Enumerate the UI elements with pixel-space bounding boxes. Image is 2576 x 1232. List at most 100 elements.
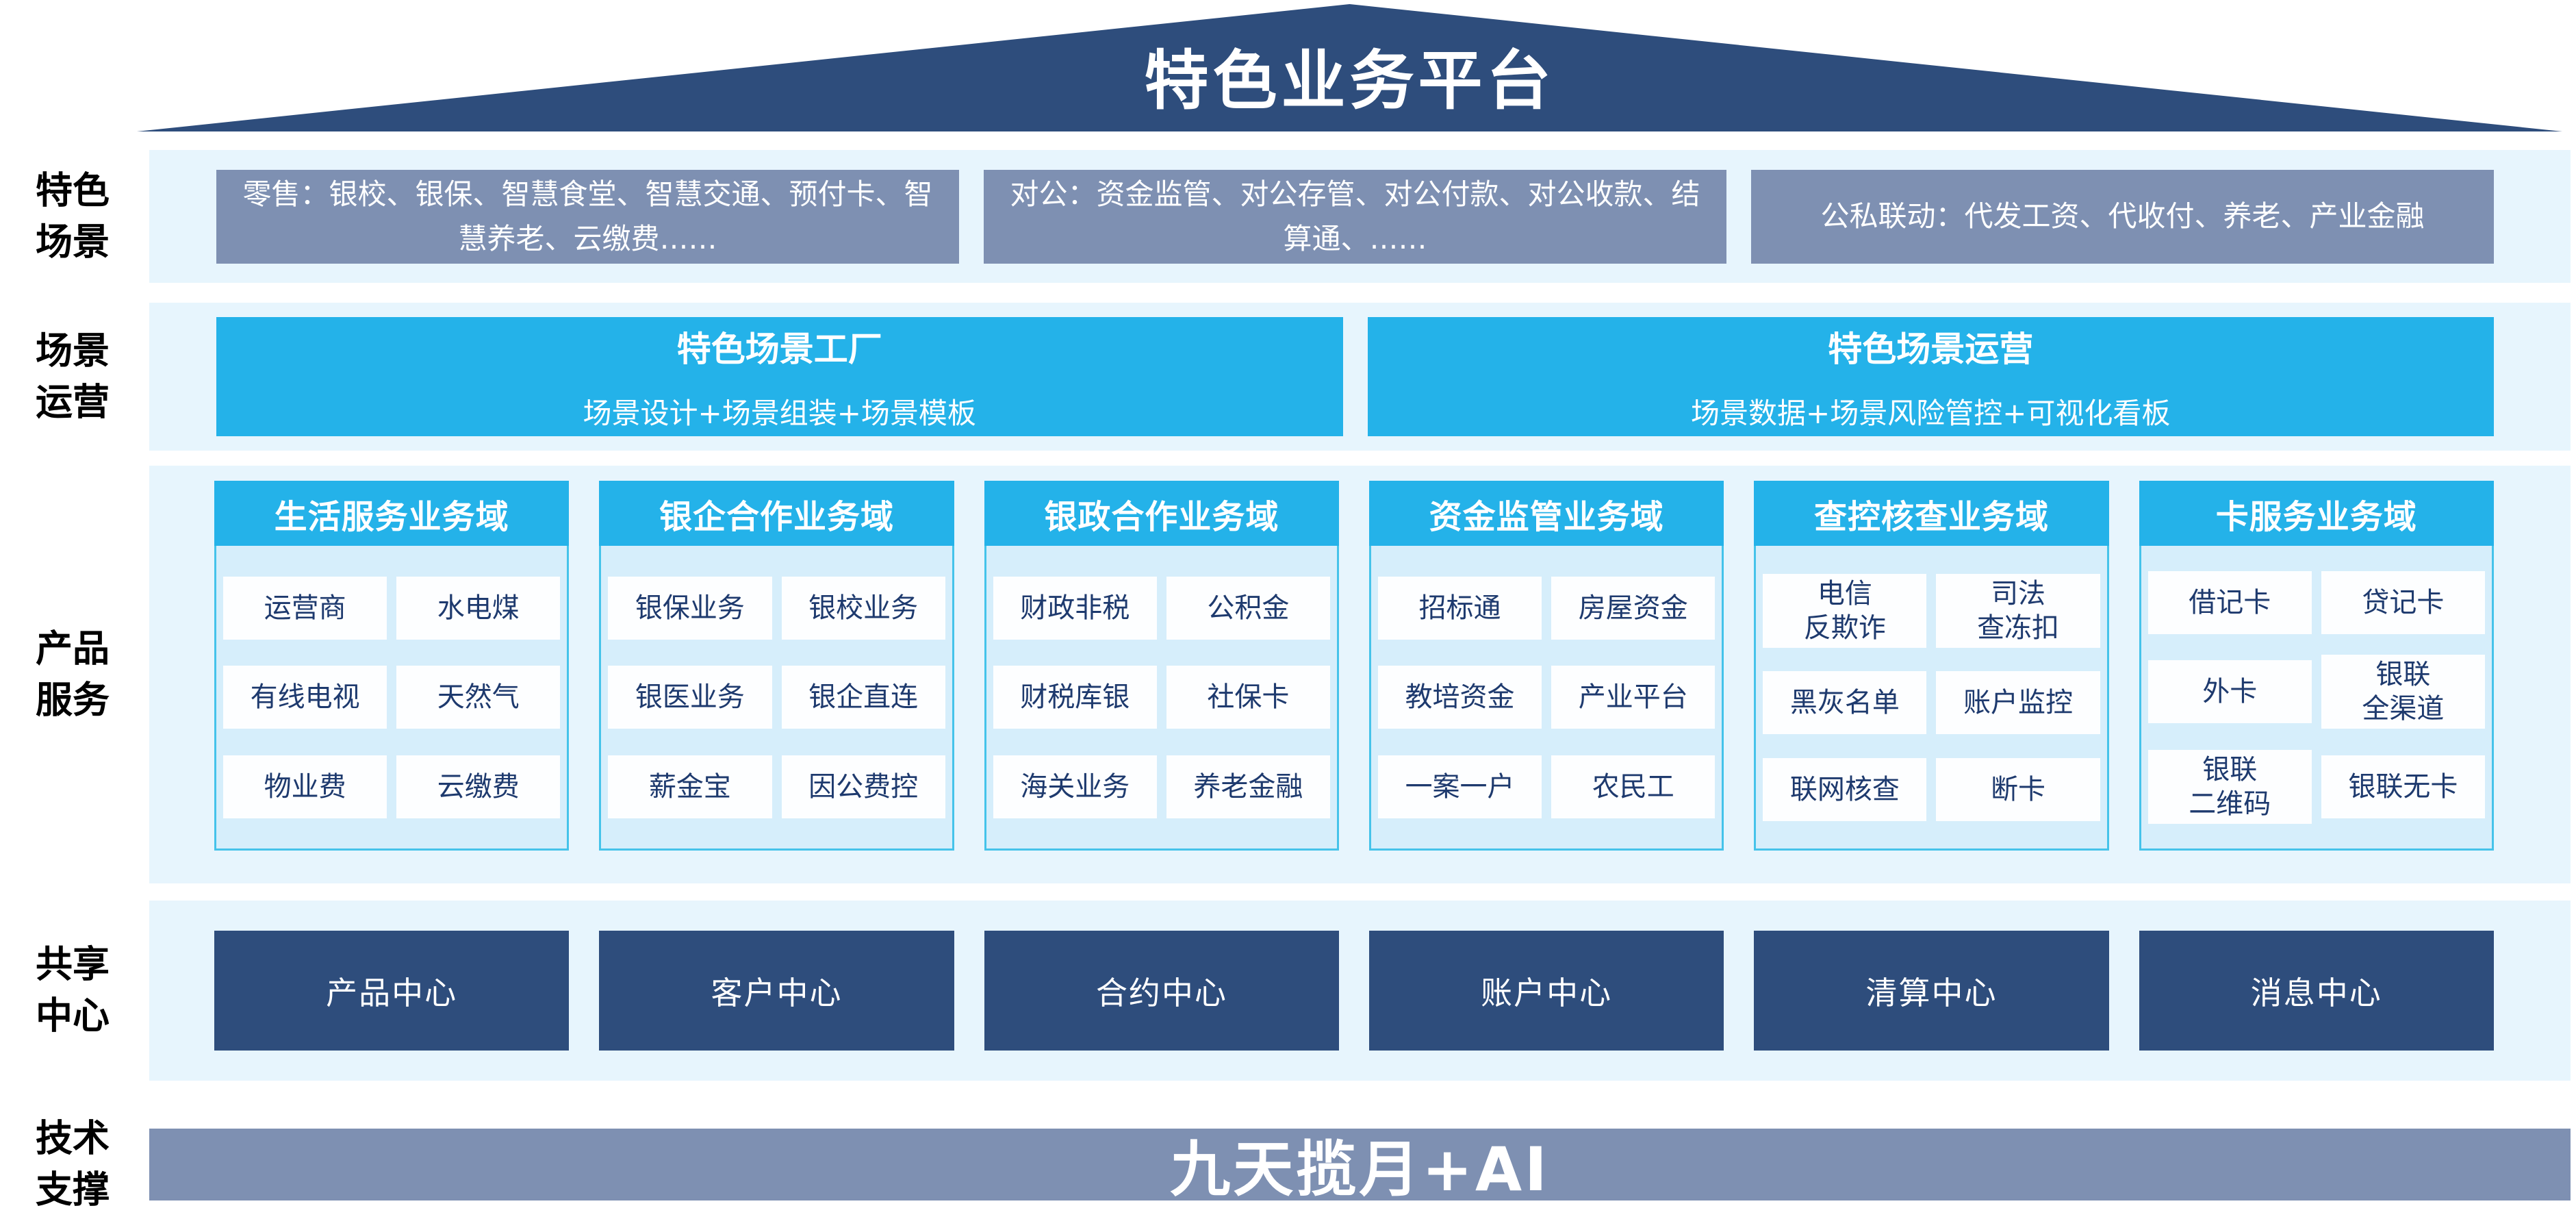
product-cell: 贷记卡 <box>2321 570 2485 634</box>
cell-row: 银医业务 银企直连 <box>608 666 945 729</box>
product-cell: 黑灰名单 <box>1763 671 1927 734</box>
op-box-operation: 特色场景运营 场景数据+场景风险管控+可视化看板 <box>1367 317 2494 436</box>
product-cell: 教培资金 <box>1377 666 1542 729</box>
product-column-inspection: 查控核查业务域 电信 反欺诈 司法 查冻扣 黑灰名单 账户监控 联网核查 断卡 <box>1754 481 2109 851</box>
column-body: 招标通 房屋资金 教培资金 产业平台 一案一户 农民工 <box>1368 546 1724 851</box>
products-band: 生活服务业务域 运营商 水电煤 有线电视 天然气 物业费 云缴费 银企合作业务域 <box>149 466 2571 883</box>
cell-row: 银联 二维码 银联无卡 <box>2147 749 2485 824</box>
roof-banner: 特色业务平台 <box>137 4 2562 131</box>
product-cell: 司法 查冻扣 <box>1936 573 2100 648</box>
center-box-message: 消息中心 <box>2139 931 2494 1051</box>
product-cell: 账户监控 <box>1936 671 2100 734</box>
cell-row: 银保业务 银校业务 <box>608 576 945 640</box>
column-body: 运营商 水电煤 有线电视 天然气 物业费 云缴费 <box>214 546 570 851</box>
product-cell: 运营商 <box>223 576 387 640</box>
row-label-shared: 共享 中心 <box>36 942 110 1037</box>
product-cell: 财政非税 <box>993 576 1157 640</box>
column-header: 银企合作业务域 <box>599 481 954 546</box>
product-cell: 联网核查 <box>1763 757 1927 821</box>
product-cell: 银联 二维码 <box>2147 749 2312 824</box>
row-label-scenarios: 特色 场景 <box>36 168 110 263</box>
op-box-title: 特色场景运营 <box>1828 329 2034 369</box>
cell-row: 海关业务 养老金融 <box>993 755 1330 818</box>
product-cell: 产业平台 <box>1551 666 1716 729</box>
center-box-customer: 客户中心 <box>599 931 954 1051</box>
scenario-box-retail: 零售：银校、银保、智慧食堂、智慧交通、预付卡、智慧养老、云缴费…… <box>216 169 959 264</box>
cell-row: 一案一户 农民工 <box>1377 755 1716 818</box>
product-cell: 电信 反欺诈 <box>1763 573 1927 648</box>
cell-row: 教培资金 产业平台 <box>1377 666 1716 729</box>
product-cell: 社保卡 <box>1166 666 1330 729</box>
product-column-card-services: 卡服务业务域 借记卡 贷记卡 外卡 银联 全渠道 银联 二维码 银联无卡 <box>2139 481 2494 851</box>
product-cell: 财税库银 <box>993 666 1157 729</box>
product-cell: 外卡 <box>2147 660 2312 723</box>
product-cell: 养老金融 <box>1166 755 1330 818</box>
product-cell: 银医业务 <box>608 666 772 729</box>
cell-row: 财政非税 公积金 <box>993 576 1330 640</box>
product-column-bank-government: 银政合作业务域 财政非税 公积金 财税库银 社保卡 海关业务 养老金融 <box>984 481 1339 851</box>
tech-support-bar: 九天揽月+AI <box>149 1129 2571 1205</box>
column-header: 查控核查业务域 <box>1754 481 2109 546</box>
center-box-clearing: 清算中心 <box>1754 931 2109 1051</box>
op-box-subtitle: 场景设计+场景组装+场景模板 <box>583 396 976 430</box>
cell-row: 借记卡 贷记卡 <box>2147 570 2485 634</box>
scenario-box-corporate: 对公：资金监管、对公存管、对公付款、对公收款、结算通、…… <box>984 169 1726 264</box>
product-cell: 一案一户 <box>1377 755 1542 818</box>
product-cell: 银联 全渠道 <box>2321 655 2485 729</box>
product-cell: 银企直连 <box>781 666 945 729</box>
product-cell: 借记卡 <box>2147 570 2312 634</box>
product-column-fund-supervision: 资金监管业务域 招标通 房屋资金 教培资金 产业平台 一案一户 农民工 <box>1368 481 1724 851</box>
product-cell: 农民工 <box>1551 755 1716 818</box>
product-cell: 天然气 <box>396 666 561 729</box>
cell-row: 薪金宝 因公费控 <box>608 755 945 818</box>
cell-row: 物业费 云缴费 <box>223 755 561 818</box>
column-header: 卡服务业务域 <box>2139 481 2494 546</box>
product-cell: 因公费控 <box>781 755 945 818</box>
column-body: 银保业务 银校业务 银医业务 银企直连 薪金宝 因公费控 <box>599 546 954 851</box>
column-header: 银政合作业务域 <box>984 481 1339 546</box>
product-cell: 断卡 <box>1936 757 2100 821</box>
product-cell: 银保业务 <box>608 576 772 640</box>
cell-row: 招标通 房屋资金 <box>1377 576 1716 640</box>
product-column-life-services: 生活服务业务域 运营商 水电煤 有线电视 天然气 物业费 云缴费 <box>214 481 570 851</box>
cell-row: 联网核查 断卡 <box>1763 757 2100 821</box>
shared-centers-band: 产品中心 客户中心 合约中心 账户中心 清算中心 消息中心 <box>149 901 2571 1081</box>
tech-support-text: 九天揽月+AI <box>1170 1134 1550 1205</box>
center-box-contract: 合约中心 <box>984 931 1339 1051</box>
cell-row: 有线电视 天然气 <box>223 666 561 729</box>
column-header: 生活服务业务域 <box>214 481 570 546</box>
product-cell: 薪金宝 <box>608 755 772 818</box>
cell-row: 财税库银 社保卡 <box>993 666 1330 729</box>
product-cell: 银联无卡 <box>2321 755 2485 818</box>
cell-row: 电信 反欺诈 司法 查冻扣 <box>1763 573 2100 648</box>
row-label-products: 产品 服务 <box>36 627 110 721</box>
platform-title: 特色业务平台 <box>1144 44 1555 118</box>
product-cell: 房屋资金 <box>1551 576 1716 640</box>
product-cell: 海关业务 <box>993 755 1157 818</box>
column-header: 资金监管业务域 <box>1368 481 1724 546</box>
center-box-account: 账户中心 <box>1368 931 1724 1051</box>
op-box-subtitle: 场景数据+场景风险管控+可视化看板 <box>1691 396 2171 430</box>
center-box-product: 产品中心 <box>214 931 570 1051</box>
product-cell: 银校业务 <box>781 576 945 640</box>
column-body: 电信 反欺诈 司法 查冻扣 黑灰名单 账户监控 联网核查 断卡 <box>1754 546 2109 851</box>
product-cell: 物业费 <box>223 755 387 818</box>
scenario-box-linkage: 公私联动：代发工资、代收付、养老、产业金融 <box>1751 169 2494 264</box>
product-cell: 有线电视 <box>223 666 387 729</box>
product-column-bank-enterprise: 银企合作业务域 银保业务 银校业务 银医业务 银企直连 薪金宝 因公费控 <box>599 481 954 851</box>
cell-row: 黑灰名单 账户监控 <box>1763 671 2100 734</box>
operations-band: 特色场景工厂 场景设计+场景组装+场景模板 特色场景运营 场景数据+场景风险管控… <box>149 303 2571 451</box>
op-box-title: 特色场景工厂 <box>676 329 882 369</box>
row-label-tech: 技术 支撑 <box>36 1116 110 1211</box>
product-cell: 招标通 <box>1377 576 1542 640</box>
cell-row: 外卡 银联 全渠道 <box>2147 655 2485 729</box>
column-body: 财政非税 公积金 财税库银 社保卡 海关业务 养老金融 <box>984 546 1339 851</box>
op-box-factory: 特色场景工厂 场景设计+场景组装+场景模板 <box>216 317 1343 436</box>
product-cell: 水电煤 <box>396 576 561 640</box>
product-cell: 公积金 <box>1166 576 1330 640</box>
scenarios-band: 零售：银校、银保、智慧食堂、智慧交通、预付卡、智慧养老、云缴费…… 对公：资金监… <box>149 150 2571 283</box>
cell-row: 运营商 水电煤 <box>223 576 561 640</box>
row-label-operations: 场景 运营 <box>36 329 110 423</box>
column-body: 借记卡 贷记卡 外卡 银联 全渠道 银联 二维码 银联无卡 <box>2139 546 2494 851</box>
